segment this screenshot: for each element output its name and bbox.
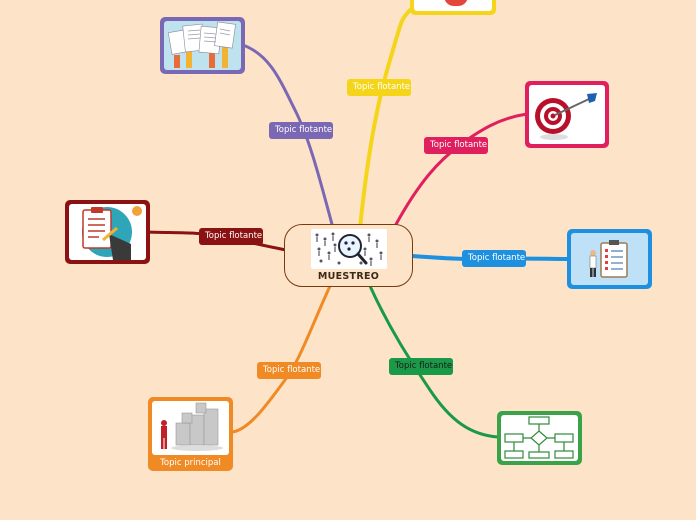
floating-topic-top-left[interactable]: Topic flotante [269, 122, 333, 139]
left-image-card[interactable] [65, 200, 150, 264]
floating-topic-top[interactable]: Topic flotante [347, 79, 411, 96]
puzzle-person-icon [152, 401, 229, 455]
branch-top [358, 6, 414, 230]
floating-topic-upper-right[interactable]: Topic flotante [424, 137, 488, 154]
floating-topic-lower-left[interactable]: Topic flotante [257, 362, 321, 379]
documents-chart-icon [164, 21, 241, 70]
branch-lower-right [368, 284, 500, 439]
branch-upper-right [392, 112, 529, 230]
central-topic[interactable]: MUESTREO [284, 224, 413, 287]
document-icon [414, 0, 492, 11]
lower-left-image-card[interactable]: Topic principal [148, 397, 233, 471]
flowchart-icon [501, 415, 578, 461]
central-topic-title: MUESTREO [317, 271, 380, 282]
floating-topic-lower-right[interactable]: Topic flotante [389, 358, 453, 375]
magnifier-population-icon [311, 229, 387, 269]
clipboard-writing-icon [69, 204, 146, 260]
lower-right-image-card[interactable] [497, 411, 582, 465]
main-topic-label: Topic principal [160, 458, 221, 468]
right-image-card[interactable] [567, 229, 652, 289]
top-image-card[interactable] [410, 0, 496, 15]
checklist-person-icon [571, 233, 648, 285]
target-dart-icon [529, 85, 605, 144]
upper-right-image-card[interactable] [525, 81, 609, 148]
floating-topic-right[interactable]: Topic flotante [462, 250, 526, 267]
floating-topic-left[interactable]: Topic flotante [199, 228, 263, 245]
branch-top-left [241, 43, 335, 230]
branch-lower-left [230, 284, 332, 434]
top-left-image-card[interactable] [160, 17, 245, 74]
